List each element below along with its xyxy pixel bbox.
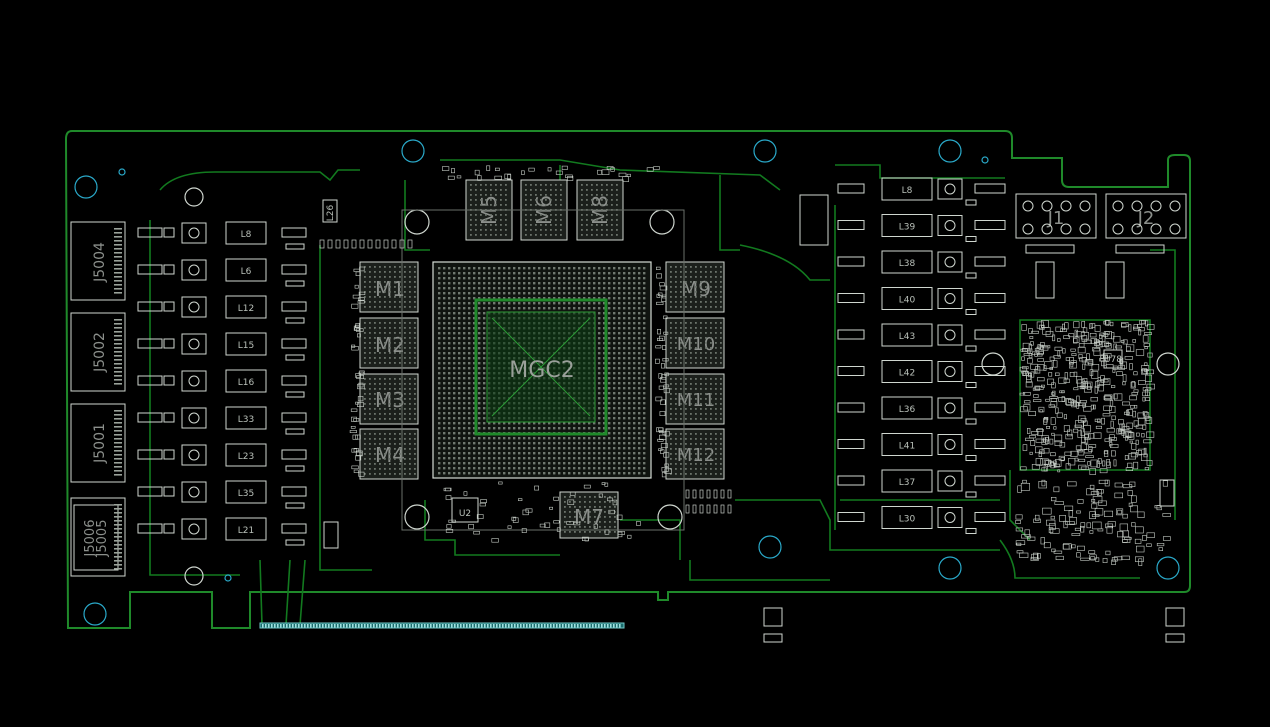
right-inductor-label: L39 [899,223,916,233]
memory-chips: M1 M2 M3 M4 M5 M6 M8 M7 [359,179,725,539]
left-io-connectors: J5004 J5002 J5001 J5005 J5006 [70,221,126,577]
power-connector-pins [1022,200,1181,254]
connector-j1-label: J1 [1047,208,1065,229]
connector-j5004 [70,221,126,301]
component-right-bottom [1159,479,1175,507]
left-inductor-label: L6 [241,267,252,277]
pcie-fingers [262,624,621,628]
component-l26 [322,199,338,223]
board-outline [64,130,1191,629]
memory-m12-label: M12 [677,445,715,466]
left-inductor-label: L15 [238,341,254,351]
component-j2-inductor [1105,261,1125,299]
controller-dense-area [319,165,1171,566]
right-inductor-label: L38 [899,259,916,269]
io-connector-pins [114,228,122,570]
power-connectors: J1 J2 [1015,193,1187,254]
component-u2 [451,497,479,523]
component-u78-label: U78 [1104,355,1122,365]
left-inductor-label: L12 [238,304,254,314]
component-u2-label: U2 [459,509,471,519]
connector-j5001 [70,403,126,483]
memory-m10-label: M10 [677,334,715,355]
left-inductor-label: L35 [238,489,254,499]
gpu-package: MGC2 [432,261,652,479]
left-inductor-label: L23 [238,452,254,462]
gpu-label: MGC2 [509,358,574,383]
connector-j5002-label: J5002 [92,332,108,373]
component-standalone-b [763,633,783,643]
right-inductor-label: L43 [899,332,915,342]
right-inductor-label: L42 [899,369,915,379]
component-l26-label: L26 [326,204,336,221]
copper-traces [149,159,1176,626]
connector-j2-label: J2 [1137,208,1155,229]
connector-j1 [1015,193,1097,239]
component-right-top-inductor [799,194,829,246]
right-inductor-label: L37 [899,478,915,488]
misc-components: L26 U2 U78 [319,165,1185,643]
right-inductor-label: L41 [899,442,915,452]
component-standalone-a [763,607,783,627]
left-inductor-label: L21 [238,526,254,536]
memory-m11-label: M11 [677,390,715,411]
gpu-keepout-frame [401,209,685,531]
component-left-bottom [323,521,339,549]
component-standalone-c [1165,607,1185,627]
component-standalone-d [1165,633,1185,643]
right-inductor-label: L30 [899,515,916,525]
left-inductor-label: L16 [238,378,255,388]
pcie-edge-connector [259,622,625,629]
component-j1-inductor [1035,261,1055,299]
connector-j5006-label: J5006 [83,520,98,558]
right-inductor-label: L40 [899,296,916,306]
connector-j5002 [70,312,126,392]
left-inductor-label: L33 [238,415,254,425]
right-inductor-label: L8 [902,186,913,196]
connector-j2 [1105,193,1187,239]
connector-j5005 [70,497,126,577]
left-inductor-label: L8 [241,230,252,240]
connector-j5001-label: J5001 [92,423,108,464]
right-inductor-label: L36 [899,405,916,415]
connector-j5005-label: J5005 [95,520,110,558]
connector-j5004-label: J5004 [92,242,108,283]
